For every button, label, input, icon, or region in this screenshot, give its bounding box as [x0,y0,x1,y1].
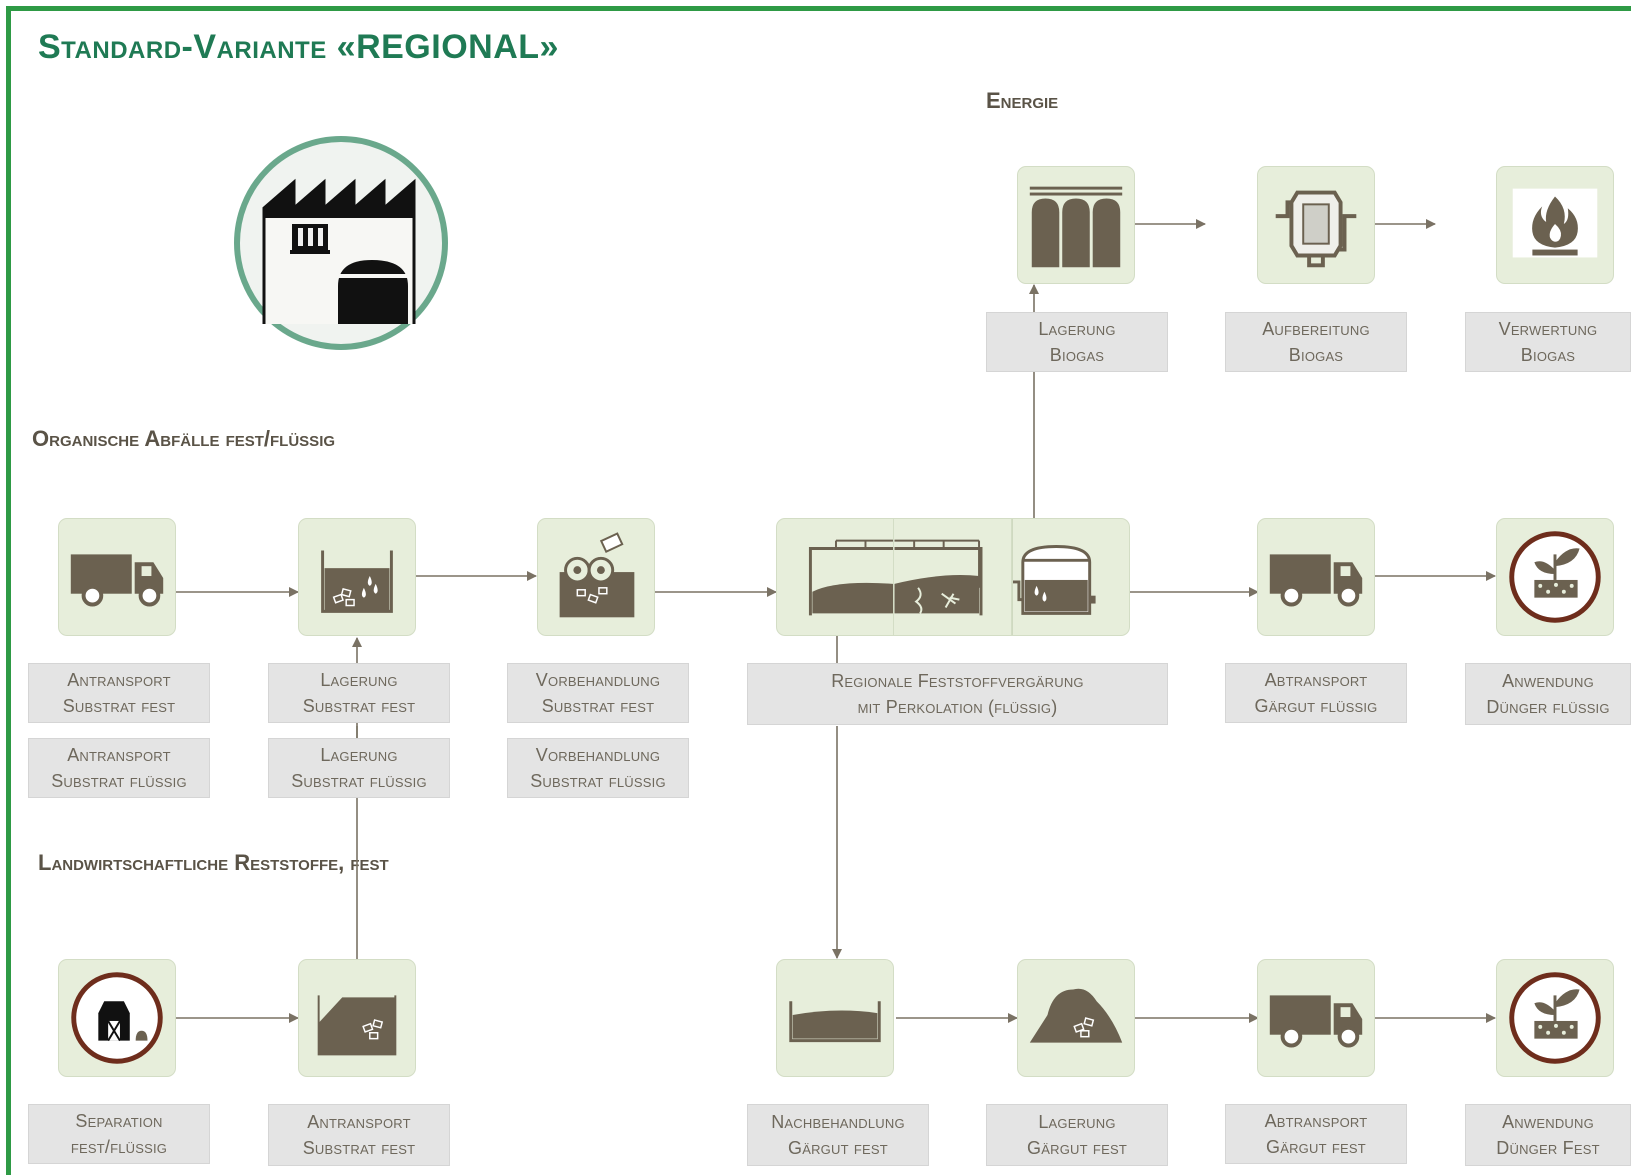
box-anwendung-duenger-fest [1496,959,1614,1077]
digestate-heap-icon [1029,988,1123,1043]
label-anwendung-duenger-fest: Anwendung Dünger Fest [1465,1104,1631,1166]
gas-upgrading-unit-icon [1275,190,1357,268]
section-organische-abfaelle: Organische Abfälle fest/flüssig [32,426,336,451]
label-lagerung-gaergut-fest: Lagerung Gärgut fest [986,1104,1168,1166]
box-vergaerung-tunnel-1 [776,518,894,636]
box-lagerung-biogas [1017,166,1135,284]
label-regionale-feststoffvergaerung: Regionale Feststoffvergärung mit Perkola… [747,663,1168,725]
box-lagerung-substrat [298,518,416,636]
section-energie: Energie [986,88,1059,113]
truck-icon [1269,995,1363,1048]
truck-icon [70,554,164,607]
label-separation: Separation fest/flüssig [28,1104,210,1164]
digester-tunnel-icon [808,539,893,616]
box-verwertung-biogas [1496,166,1614,284]
label-lagerung-biogas: Lagerung Biogas [986,312,1168,372]
substrate-storage-icon [321,550,393,613]
label-aufbereitung-biogas: Aufbereitung Biogas [1225,312,1407,372]
label-anwendung-duenger-fluessig: Anwendung Dünger flüssig [1465,663,1631,725]
section-landwirtschaftliche-reststoffe: Landwirtschaftliche Reststoffe, fest [38,850,389,875]
box-lagerung-gaergut-fest [1017,959,1135,1077]
box-vorbehandlung-substrat [537,518,655,636]
box-abtransport-gaergut-fluessig [1257,518,1375,636]
box-antransport-substrat-fest-2 [298,959,416,1077]
label-nachbehandlung-gaergut: Nachbehandlung Gärgut fest [747,1104,929,1166]
barn-icon [71,972,163,1064]
gas-storage-tanks-icon [1029,186,1123,268]
box-anwendung-duenger-fluessig [1496,518,1614,636]
label-vorbehandlung-substrat-fluessig: Vorbehandlung Substrat flüssig [507,738,689,798]
factory-icon [232,134,450,352]
fertilizer-plant-icon [1509,531,1601,623]
label-lagerung-substrat-fluessig: Lagerung Substrat flüssig [268,738,450,798]
label-antransport-substrat-fest: Antransport Substrat fest [28,663,210,723]
page-title: Standard-Variante «REGIONAL» [38,28,559,66]
box-separation [58,959,176,1077]
label-vorbehandlung-substrat-fest: Vorbehandlung Substrat fest [507,663,689,723]
solid-substrate-storage-icon [317,995,397,1056]
box-aufbereitung-biogas [1257,166,1375,284]
box-nachbehandlung-gaergut [776,959,894,1077]
box-abtransport-gaergut-fest [1257,959,1375,1077]
pretreatment-shredder-icon [559,532,635,618]
label-antransport-substrat-fest-2: Antransport Substrat fest [268,1104,450,1166]
label-verwertung-biogas: Verwertung Biogas [1465,312,1631,372]
box-percolat-tank [1012,518,1130,636]
post-treatment-basin-icon [789,1001,881,1043]
diagram-frame [6,6,1631,1175]
fertilizer-plant-icon [1509,972,1601,1064]
label-abtransport-gaergut-fluessig: Abtransport Gärgut flüssig [1225,663,1407,723]
box-vergaerung-tunnel-2 [894,518,1012,636]
label-abtransport-gaergut-fest: Abtransport Gärgut fest [1225,1104,1407,1164]
label-lagerung-substrat-fest: Lagerung Substrat fest [268,663,450,723]
box-antransport-substrat [58,518,176,636]
label-antransport-substrat-fluessig: Antransport Substrat flüssig [28,738,210,798]
percolate-tank-icon [1013,545,1096,615]
truck-icon [1269,554,1363,607]
flame-burner-icon [1512,188,1598,258]
